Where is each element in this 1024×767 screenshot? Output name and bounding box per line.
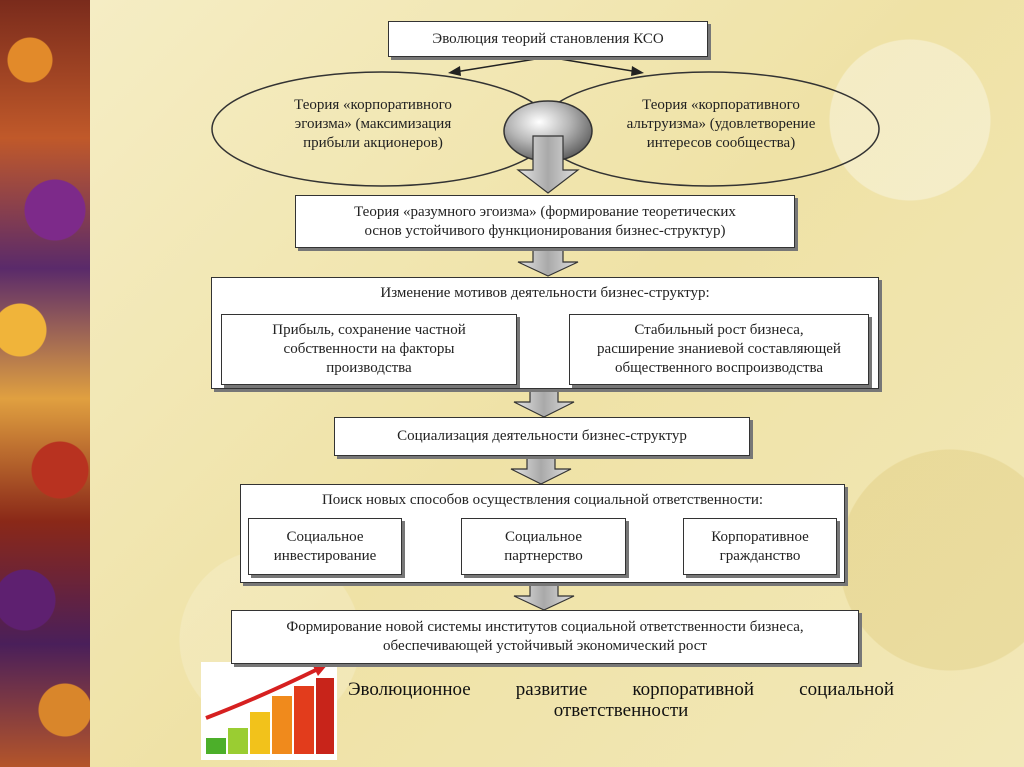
motives-to-line-2: расширение знаниевой составляющей — [597, 341, 841, 358]
caption-line-1: Эволюционное развитие корпоративной соци… — [348, 679, 894, 700]
arrowhead-left — [448, 66, 461, 76]
search-item-partnership-line-1: Социальное — [504, 528, 583, 545]
motives-from-box: Прибыль, сохранение частной собственност… — [221, 314, 517, 385]
decorative-side-strip — [0, 0, 90, 767]
ellipse-right-text: Теория «корпоративного альтруизма» (удов… — [598, 96, 844, 152]
ellipse-left-line-1: Теория «корпоративного — [294, 97, 452, 113]
motives-from-line-2: собственности на факторы — [283, 341, 455, 358]
motives-to-line-1: Стабильный рост бизнеса, — [634, 322, 804, 339]
ellipse-right-line-3: интересов сообщества) — [646, 134, 796, 151]
ellipse-right-line-1: Теория «корпоративного — [642, 97, 800, 113]
title-box: Эволюция теорий становления КСО — [388, 21, 708, 57]
reasonable-egoism-box: Теория «разумного эгоизма» (формирование… — [295, 195, 795, 248]
arrowhead-right — [631, 66, 644, 76]
search-item-investment-line-1: Социальное — [286, 528, 364, 545]
search-item-investment: Социальное инвестирование — [248, 518, 402, 575]
caption-line-2: ответственности — [553, 699, 689, 721]
search-item-partnership-line-2: партнерство — [504, 547, 583, 564]
socialization-text: Социализация деятельности бизнес-структу… — [397, 428, 687, 445]
search-item-investment-line-2: инвестирование — [273, 547, 377, 564]
title-text: Эволюция теорий становления КСО — [432, 30, 664, 47]
motives-title: Изменение мотивов деятельности бизнес-ст… — [380, 285, 710, 301]
final-line-1: Формирование новой системы институтов со… — [286, 619, 804, 636]
reasonable-egoism-line-1: Теория «разумного эгоизма» (формирование… — [354, 203, 736, 220]
down-arrow-2 — [517, 247, 579, 277]
search-item-citizenship-line-1: Корпоративное — [711, 528, 809, 545]
search-item-partnership: Социальное партнерство — [461, 518, 626, 575]
search-item-citizenship-line-2: гражданство — [719, 547, 801, 564]
ellipse-right-line-2: альтруизма» (удовлетворение — [626, 115, 816, 132]
title-connector-left — [454, 56, 549, 73]
growth-chart-icon — [201, 662, 337, 760]
final-box: Формирование новой системы институтов со… — [231, 610, 859, 664]
ellipse-left-text: Теория «корпоративного эгоизма» (максими… — [262, 96, 484, 152]
ellipse-left-line-2: эгоизма» (максимизация — [294, 115, 452, 132]
motives-from-line-3: производства — [326, 359, 412, 376]
slide-caption: Эволюционное развитие корпоративной соци… — [348, 679, 894, 722]
socialization-box: Социализация деятельности бизнес-структу… — [334, 417, 750, 456]
down-arrow-4 — [510, 455, 572, 485]
motives-from-line-1: Прибыль, сохранение частной — [272, 322, 466, 339]
title-connector-right — [547, 56, 639, 73]
down-arrow-3 — [513, 388, 575, 418]
reasonable-egoism-line-2: основ устойчивого функционирования бизне… — [364, 222, 726, 239]
down-arrow-5 — [513, 582, 575, 611]
final-line-2: обеспечивающей устойчивый экономический … — [383, 638, 707, 654]
motives-to-box: Стабильный рост бизнеса, расширение знан… — [569, 314, 869, 385]
ellipse-left-line-3: прибыли акционеров) — [303, 134, 443, 151]
motives-to-line-3: общественного воспроизводства — [614, 359, 824, 376]
down-arrow-1 — [516, 135, 580, 194]
search-title: Поиск новых способов осуществления социа… — [321, 492, 764, 508]
search-item-citizenship: Корпоративное гражданство — [683, 518, 837, 575]
